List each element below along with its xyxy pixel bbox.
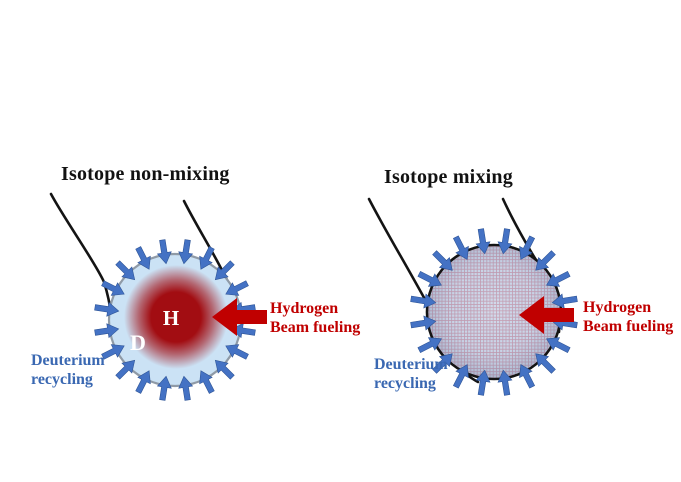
- deuterium-recycling-arrow: [156, 239, 172, 265]
- deuterium-recycling-arrow: [230, 323, 256, 339]
- hydrogen-beam-fueling-label-left: Hydrogen Beam fueling: [270, 300, 361, 336]
- deuterium-recycling-arrow: [519, 235, 536, 260]
- deuterium-recycling-arrow: [94, 301, 120, 317]
- hydrogen-beam-arrow-right: [519, 296, 574, 334]
- deuterium-recycling-arrow: [94, 323, 120, 339]
- deuterium-recycling-arrow: [546, 270, 571, 287]
- deuterium-recycling-arrow: [452, 235, 469, 260]
- deuterium-recycling-arrow: [199, 370, 215, 394]
- deuterium-recycling-arrow: [535, 250, 556, 271]
- deuterium-recycling-arrow: [497, 369, 513, 396]
- deuterium-recycling-arrow: [101, 280, 125, 296]
- deuterium-recycling-arrow: [178, 239, 194, 265]
- deuterium-recycling-arrow: [156, 375, 172, 401]
- deuterium-recycling-arrow: [535, 353, 556, 374]
- deuterium-edge-label: D: [130, 330, 146, 355]
- deuterium-recycling-arrow: [497, 228, 513, 255]
- panel-mixing-graphics: [367, 197, 578, 396]
- deuterium-recycling-arrow: [225, 344, 249, 360]
- title-isotope-mixing: Isotope mixing: [384, 166, 513, 188]
- deuterium-recycling-arrow: [417, 337, 442, 354]
- hydrogen-core-label: H: [162, 306, 180, 330]
- deuterium-recycling-arrow: [452, 364, 469, 389]
- deuterium-recycling-arrow-ring-left: [94, 239, 256, 401]
- deuterium-recycling-arrow: [214, 359, 235, 380]
- deuterium-recycling-arrow: [135, 370, 151, 394]
- title-isotope-non-mixing: Isotope non-mixing: [61, 163, 230, 185]
- hydrogen-beam-arrow-left: [212, 298, 267, 336]
- deuterium-recycling-label-right: Deuterium recycling: [374, 356, 448, 392]
- deuterium-recycling-arrow: [410, 293, 437, 309]
- deuterium-recycling-arrow: [135, 246, 151, 270]
- deuterium-recycling-arrow: [225, 280, 249, 296]
- hydrogen-core-blob: [124, 265, 228, 369]
- deuterium-recycling-arrow: [115, 260, 136, 281]
- panel-non-mixing-graphics: [49, 192, 267, 401]
- deuterium-recycling-arrow: [546, 337, 571, 354]
- deuterium-recycling-arrow: [551, 293, 578, 309]
- deuterium-recycling-arrow: [519, 364, 536, 389]
- hydrogen-beam-fueling-label-right: Hydrogen Beam fueling: [583, 299, 674, 335]
- deuterium-recycling-arrow: [214, 260, 235, 281]
- deuterium-recycling-label-left: Deuterium recycling: [31, 352, 105, 388]
- deuterium-recycling-arrow: [178, 375, 194, 401]
- deuterium-recycling-arrow: [199, 246, 215, 270]
- deuterium-recycling-arrow: [101, 344, 125, 360]
- deuterium-recycling-arrow-ring-right: [410, 228, 578, 396]
- deuterium-recycling-arrow: [432, 250, 453, 271]
- deuterium-recycling-arrow: [115, 359, 136, 380]
- deuterium-recycling-arrow: [475, 228, 491, 255]
- deuterium-recycling-arrow: [417, 270, 442, 287]
- deuterium-recycling-arrow: [410, 315, 437, 331]
- deuterium-recycling-arrow: [432, 353, 453, 374]
- mixed-plasma-shading: [428, 246, 560, 378]
- deuterium-recycling-arrow: [475, 369, 491, 396]
- flux-curve-outer-left: [49, 192, 113, 316]
